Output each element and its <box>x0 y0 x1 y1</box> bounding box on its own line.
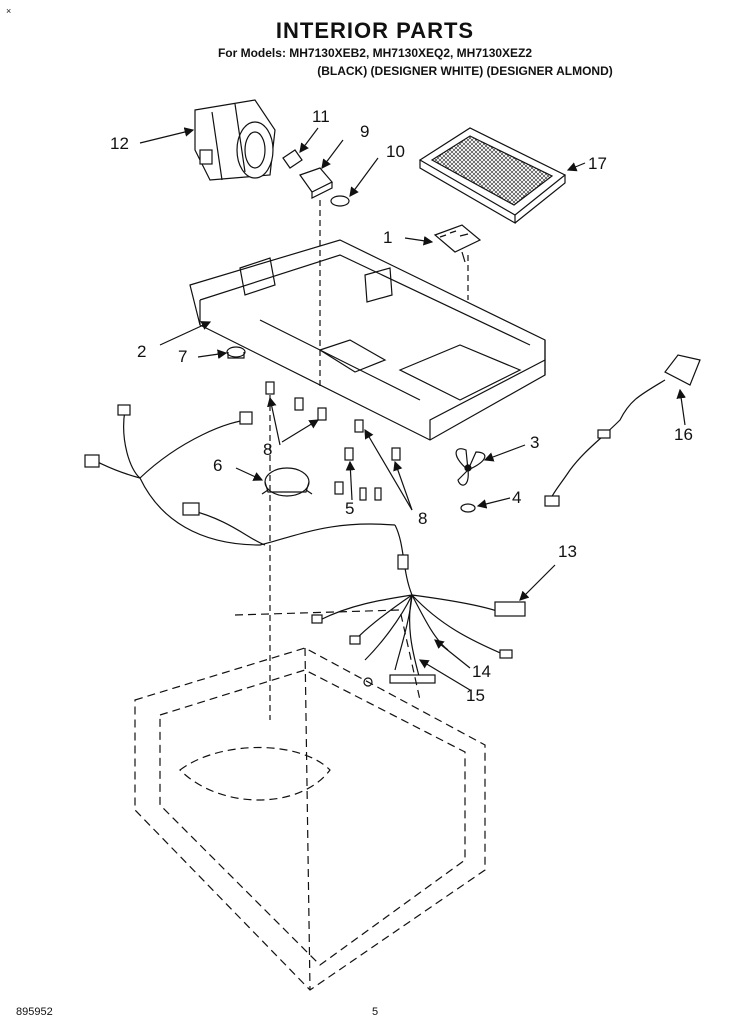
washer <box>460 503 476 513</box>
stirrer-fan <box>455 448 486 486</box>
callout-17: 17 <box>588 154 607 173</box>
callout-11: 11 <box>312 107 330 126</box>
callout-15: 15 <box>466 686 485 705</box>
model-list: For Models: MH7130XEB2, MH7130XEQ2, MH71… <box>217 46 533 60</box>
leader-arrows <box>139 127 686 691</box>
blower-motor <box>194 99 276 181</box>
wire-harness-main <box>311 524 526 687</box>
callout-1: 1 <box>383 228 392 247</box>
chassis-base <box>189 239 546 441</box>
thermostat <box>226 346 246 359</box>
alignment-lines <box>269 200 469 720</box>
callout-14: 14 <box>472 662 491 681</box>
wire-harness-left <box>84 404 396 546</box>
power-cord <box>544 354 701 507</box>
callout-9: 9 <box>360 122 369 141</box>
callout-7: 7 <box>178 347 187 366</box>
callout-16: 16 <box>674 425 693 444</box>
color-list: (BLACK) (DESIGNER WHITE) (DESIGNER ALMON… <box>317 64 613 78</box>
lamp-part <box>282 149 303 169</box>
grease-filter <box>418 127 567 225</box>
callout-8a: 8 <box>263 440 272 459</box>
switch-part <box>299 167 333 199</box>
page-title: INTERIOR PARTS <box>275 18 475 43</box>
document-number: 895952 <box>16 1006 53 1018</box>
terminal-block <box>433 224 482 263</box>
callout-4: 4 <box>512 488 521 507</box>
callout-10: 10 <box>386 142 405 161</box>
capacitor <box>261 467 313 497</box>
callout-6: 6 <box>213 456 222 475</box>
callout-12: 12 <box>110 134 129 153</box>
callout-5: 5 <box>345 499 354 518</box>
clip-part <box>330 195 350 207</box>
connectors <box>265 381 401 501</box>
callout-13: 13 <box>558 542 577 561</box>
callout-3: 3 <box>530 433 539 452</box>
callout-8b: 8 <box>418 509 427 528</box>
callout-2: 2 <box>137 342 146 361</box>
corner-mark: × <box>6 6 12 16</box>
microwave-cavity-outline <box>134 609 486 991</box>
page-number: 5 <box>372 1006 379 1018</box>
